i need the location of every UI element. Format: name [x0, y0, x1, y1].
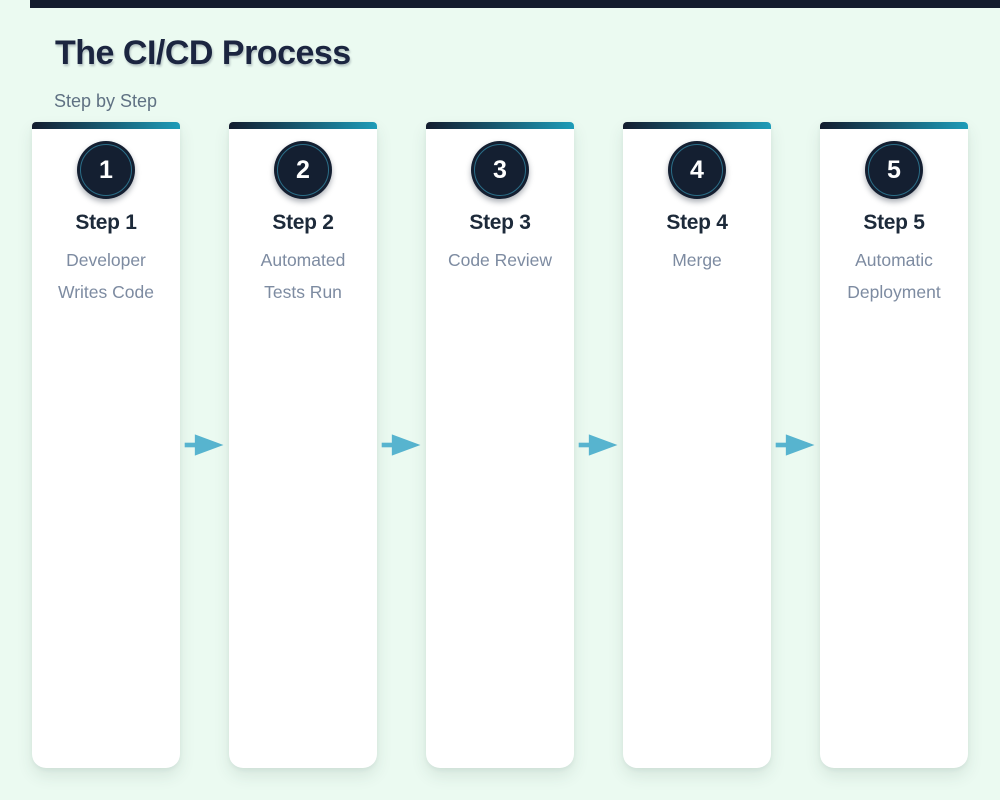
arrow-cell	[574, 122, 623, 768]
card-accent-bar	[32, 122, 180, 129]
step-description: Merge	[672, 250, 722, 270]
right-arrow-icon	[381, 434, 420, 456]
right-arrow-icon	[184, 434, 223, 456]
step-number: 4	[690, 155, 704, 184]
step-card-5: 5 Step 5 Automatic Deployment	[820, 122, 968, 768]
arrow-cell	[377, 122, 426, 768]
arrow-cell	[180, 122, 229, 768]
step-number: 1	[99, 155, 113, 184]
step-label: Step 4	[666, 211, 728, 234]
step-number-badge: 5	[865, 141, 923, 199]
step-description: Developer Writes Code	[58, 250, 154, 302]
step-label: Step 2	[272, 211, 334, 234]
step-number: 5	[887, 155, 901, 184]
card-accent-bar	[820, 122, 968, 129]
page-title: The CI/CD Process	[55, 34, 351, 72]
step-card-2: 2 Step 2 Automated Tests Run	[229, 122, 377, 768]
arrow-cell	[771, 122, 820, 768]
top-accent-bar	[30, 0, 1000, 8]
step-number-badge: 3	[471, 141, 529, 199]
step-label: Step 3	[469, 211, 531, 234]
step-number-badge: 4	[668, 141, 726, 199]
step-number: 3	[493, 155, 507, 184]
page-subtitle: Step by Step	[54, 91, 158, 111]
step-label: Step 1	[75, 211, 137, 234]
right-arrow-icon	[578, 434, 617, 456]
step-card-1: 1 Step 1 Developer Writes Code	[32, 122, 180, 768]
right-arrow-icon	[775, 434, 814, 456]
process-board: 1 Step 1 Developer Writes Code 2 Step 2 …	[32, 122, 968, 768]
step-description: Code Review	[447, 250, 553, 270]
step-description: Automatic Deployment	[847, 250, 941, 302]
step-number-badge: 1	[77, 141, 135, 199]
card-accent-bar	[623, 122, 771, 129]
step-label: Step 5	[863, 211, 925, 234]
step-number: 2	[296, 155, 310, 184]
step-card-3: 3 Step 3 Code Review	[426, 122, 574, 768]
step-card-4: 4 Step 4 Merge	[623, 122, 771, 768]
step-description: Automated Tests Run	[260, 250, 346, 302]
step-number-badge: 2	[274, 141, 332, 199]
card-accent-bar	[229, 122, 377, 129]
card-accent-bar	[426, 122, 574, 129]
